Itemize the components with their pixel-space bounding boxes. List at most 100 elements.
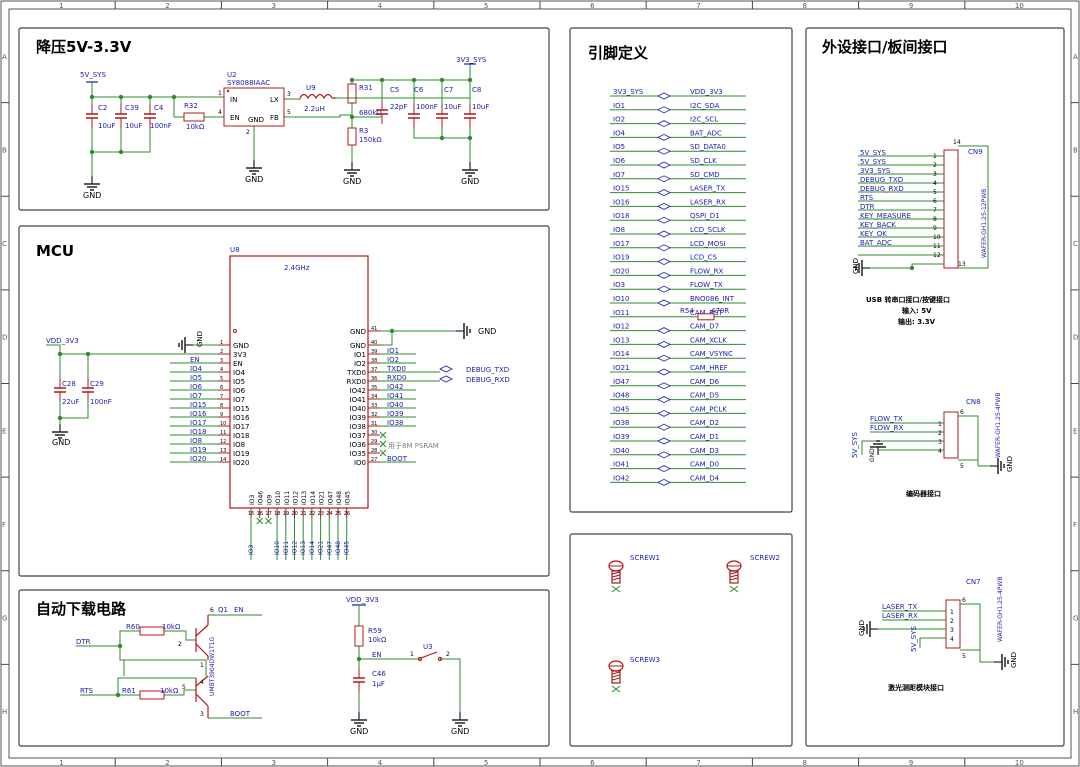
c29-value: 100nF <box>90 398 112 406</box>
pin-map-right: CAM_VSYNC <box>690 350 733 358</box>
mcu-no-connect <box>379 440 387 448</box>
pin-map-left: IO14 <box>613 350 630 358</box>
pin-map-left: IO4 <box>613 129 626 137</box>
mcu-left-pin-num: 8 <box>220 403 223 409</box>
cn9-pin-num: 12 <box>933 252 941 259</box>
q1-pin4: 4 <box>200 679 204 686</box>
cn9-pin-num: 10 <box>933 234 941 241</box>
mcu-left-net-label: IO18 <box>190 428 206 436</box>
mcu-bottom-pin-num: 26 <box>344 511 350 517</box>
r60-value: 10kΩ <box>162 623 181 631</box>
autodl-en-net: EN <box>372 651 382 659</box>
mcu-bottom-net-label: IO48 <box>335 541 342 555</box>
cn8-pin1: 1 <box>938 421 942 428</box>
pin-map-left: IO5 <box>613 143 625 151</box>
u2-num-en: 4 <box>218 109 222 116</box>
frame-row-left: B <box>2 146 7 154</box>
mcu-right-pin-name: IO40 <box>350 405 366 413</box>
mcu-left-pin-num: 10 <box>220 421 226 427</box>
pin-map-left: IO11 <box>613 309 629 317</box>
cn7-pin2: 2 <box>950 618 954 625</box>
mcu-left-net-label: IO7 <box>190 392 202 400</box>
c39-ref: C39 <box>125 104 139 112</box>
frame-col-bottom: 2 <box>165 759 169 767</box>
cn9-pin-num: 11 <box>933 243 941 250</box>
r61-value: 10kΩ <box>160 687 179 695</box>
gnd-label-buck-3: GND <box>343 177 361 186</box>
c2-ref: C2 <box>98 104 107 112</box>
cn9-pin-num: 8 <box>933 216 937 223</box>
mcu-right-net-label: RXD0 <box>387 374 407 382</box>
mcu-left-pin-name: IO15 <box>233 405 249 413</box>
pin-map-left: IO13 <box>613 336 629 344</box>
c46-value: 1μF <box>372 680 385 688</box>
cn7-net-5v: 5V_SYS <box>910 626 918 652</box>
q1-ref: Q1 <box>218 606 228 614</box>
r54-ref: R54 <box>680 307 694 315</box>
pin-map-right: CAM_D1 <box>690 433 719 441</box>
r31-value: 680kΩ <box>359 109 382 117</box>
pin-map-right: CAM_D3 <box>690 447 719 455</box>
u3-pin1: 1 <box>410 651 414 658</box>
pin-map-left: IO8 <box>613 226 625 234</box>
mcu-bottom-pin-num: 19 <box>283 511 289 517</box>
mcu-right-net-label: BOOT <box>387 455 408 463</box>
gnd-label-autodl-1: GND <box>350 727 368 736</box>
cn9-net-label: 5V_SYS <box>860 149 886 157</box>
c28-value: 22uF <box>62 398 79 406</box>
r59-value: 10kΩ <box>368 636 387 644</box>
mcu-right-pin-name: IO36 <box>350 441 367 449</box>
r60-ref: R60 <box>126 623 140 631</box>
cn7-pin3: 3 <box>950 627 954 634</box>
c2-value: 10uF <box>98 122 115 130</box>
mcu-bottom-net-label: IO10 <box>274 541 281 555</box>
cn7-part: WAFER-GH1.25-4PWB <box>997 577 1004 642</box>
frame-col-top: 10 <box>1015 2 1024 10</box>
gnd-label-autodl-2: GND <box>451 727 469 736</box>
pin-map-right: CAM_D5 <box>690 392 719 400</box>
mcu-right-net-label: TXD0 <box>386 365 406 373</box>
r3-value: 150kΩ <box>359 136 382 144</box>
mcu-bottom-net-label: IO21 <box>318 541 325 555</box>
pin-map-netflag <box>657 451 671 459</box>
pin-map-netflag <box>657 271 671 279</box>
mcu-left-pin-num: 4 <box>220 367 223 373</box>
debug-txd-label: DEBUG_TXD <box>466 366 509 374</box>
mcu-right-pin-name: IO0 <box>354 459 366 467</box>
mcu-bottom-pin-name: IO10 <box>275 491 282 505</box>
autodl-circuit: R60 10kΩ R61 10kΩ DTR RTS Q1 UMBT3904DW1… <box>76 596 469 736</box>
pin-map-left: IO15 <box>613 185 629 193</box>
cn8-pin2: 2 <box>938 430 942 437</box>
c4-value: 100nF <box>150 122 172 130</box>
net-label-3v3: 3V3_SYS <box>456 56 487 64</box>
r61-ref: R61 <box>122 687 136 695</box>
c7-ref: C7 <box>444 86 453 94</box>
mcu-bottom-net-label: IO13 <box>300 541 307 555</box>
section-boxes <box>18 27 1065 747</box>
frame-col-bottom: 9 <box>909 759 913 767</box>
frame-col-bottom: 5 <box>484 759 488 767</box>
pin-map-netflag <box>657 230 671 238</box>
cn8-ref: CN8 <box>966 398 981 406</box>
cn7-pin1: 1 <box>950 609 954 616</box>
mcu-right-net-label: IO38 <box>387 419 403 427</box>
r54-resistor <box>697 313 715 321</box>
mcu-left-net-label: IO6 <box>190 383 203 391</box>
frame-row-left: E <box>2 427 6 435</box>
mcu-right-pin-num: 37 <box>371 367 377 373</box>
cn9-part: WAFER-GH1.25-12PWB <box>981 189 988 258</box>
r59-ref: R59 <box>368 627 382 635</box>
frame-col-bottom: 6 <box>590 759 595 767</box>
frame-col-top: 4 <box>378 2 383 10</box>
pin-map-left: IO48 <box>613 392 629 400</box>
gnd-label-mcu-left: GND <box>52 438 70 447</box>
cn8-part: WAFER-GH1.25-4PWB <box>995 393 1002 458</box>
mcu-left-pins: GND13V32EN3ENIO44IO4IO55IO5IO66IO6IO77IO… <box>170 340 250 467</box>
c5-ref: C5 <box>390 86 399 94</box>
mcu-left-pin-name: IO4 <box>233 369 246 377</box>
pin-map-left: IO42 <box>613 474 629 482</box>
cn8-net-5v: 5V_SYS <box>851 432 859 458</box>
mcu-bottom-pin-name: IO11 <box>284 491 291 505</box>
